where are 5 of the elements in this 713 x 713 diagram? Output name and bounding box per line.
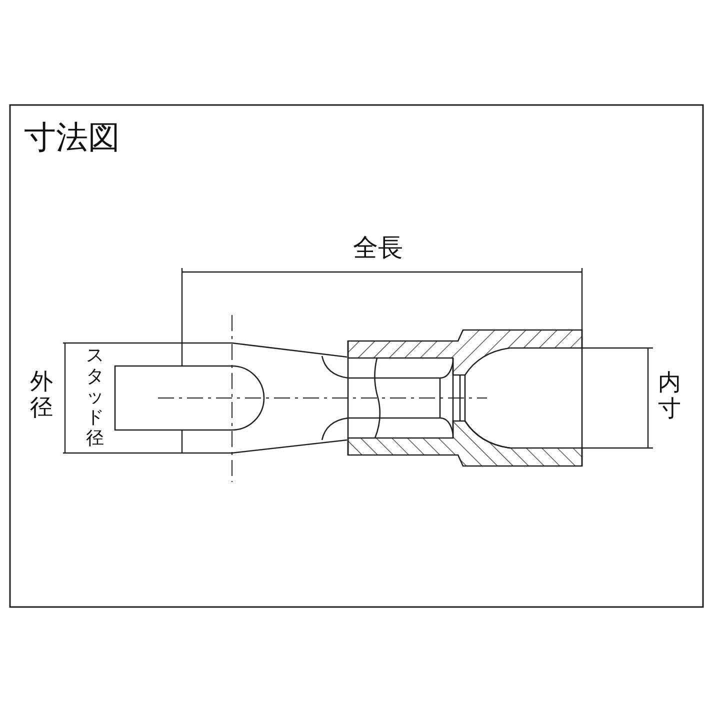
title: 寸法図 [24,121,120,153]
dimension-label: スタッド径 [86,346,104,450]
dimension-label: 外径 [30,369,54,422]
dimension-label: 全長 [353,235,403,260]
dimension-label: 内寸 [658,370,682,423]
